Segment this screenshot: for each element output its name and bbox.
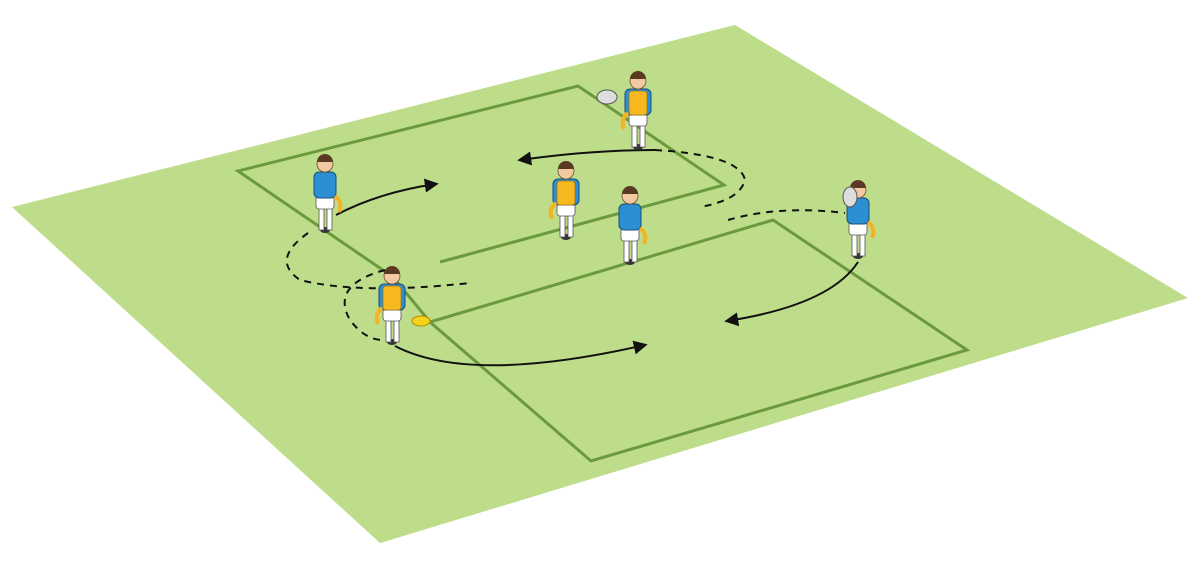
arrow-run-right-player xyxy=(724,261,859,327)
arrow-run-bottom-player xyxy=(394,340,648,367)
rugby-ball-icon xyxy=(842,186,858,208)
lower-grid-box xyxy=(426,218,971,463)
dashed-path-top xyxy=(654,149,747,208)
arrow-run-left-player xyxy=(335,178,439,216)
cone xyxy=(411,315,431,327)
arrow-run-top-player xyxy=(517,149,656,166)
rugby-ball-icon xyxy=(596,89,618,105)
dashed-path-left xyxy=(285,232,471,290)
dashed-path-right xyxy=(727,209,846,221)
run-paths xyxy=(285,149,859,367)
